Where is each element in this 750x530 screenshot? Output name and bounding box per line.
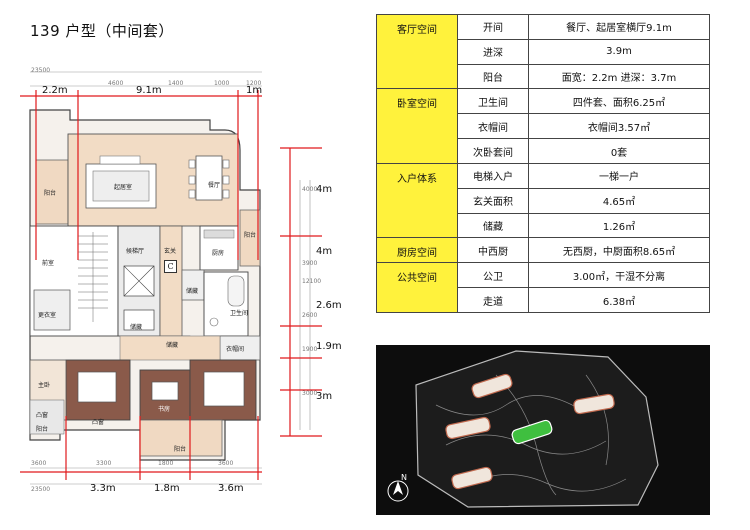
room-balcony-right: 阳台 bbox=[244, 232, 257, 239]
dim-top-c: 1000 bbox=[214, 80, 230, 87]
spec-item: 次卧套间 bbox=[457, 138, 529, 164]
spec-category: 客厅空间 bbox=[376, 13, 458, 90]
dim-label-right-5: 3m bbox=[316, 391, 333, 402]
room-study: 书房 bbox=[158, 406, 171, 413]
spec-category: 卧室空间 bbox=[376, 88, 458, 164]
room-left-bay: 凸窗 bbox=[36, 412, 49, 419]
site-plan: N bbox=[376, 345, 710, 515]
spec-value: 6.38㎡ bbox=[528, 287, 710, 313]
dim-bottom-a: 3300 bbox=[96, 460, 112, 467]
spec-value: 四件套、面积6.25㎡ bbox=[528, 88, 710, 115]
dim-bottom-left: 3600 bbox=[31, 460, 47, 467]
spec-item: 走道 bbox=[457, 287, 529, 313]
dim-top-b: 1400 bbox=[168, 80, 184, 87]
room-foyer: 玄关 bbox=[164, 248, 177, 255]
room-marker: C bbox=[164, 260, 177, 273]
room-dining: 餐厅 bbox=[208, 182, 221, 189]
compass-label: N bbox=[401, 473, 407, 482]
dim-overall-top: 23500 bbox=[31, 67, 51, 74]
spec-value: 0套 bbox=[528, 138, 710, 164]
room-balcony-bottom: 阳台 bbox=[174, 446, 187, 453]
dim-label-right-3: 2.6m bbox=[316, 300, 342, 311]
spec-value: 4.65㎡ bbox=[528, 187, 710, 214]
dim-right-small-4: 2600 bbox=[302, 312, 318, 319]
spec-category: 公共空间 bbox=[376, 262, 458, 313]
room-bed2: 卧室 bbox=[96, 380, 109, 387]
dim-label-bottom-2: 1.8m bbox=[154, 483, 180, 494]
spec-row: 卧室空间卫生间四件套、面积6.25㎡ bbox=[376, 88, 710, 164]
floor-plan: 23500 4600 1400 1000 1200 2.2m 9.1m 1m 4… bbox=[0, 60, 360, 530]
room-balcony-top: 阳台 bbox=[44, 190, 57, 197]
dim-bottom-c: 3600 bbox=[218, 460, 234, 467]
dim-label-top-2: 9.1m bbox=[136, 85, 162, 96]
spec-row: 阳台面宽：2.2m 进深：3.7m bbox=[377, 63, 710, 90]
dim-label-top-1: 2.2m bbox=[42, 85, 68, 96]
dim-right-small-2: 3900 bbox=[302, 260, 318, 267]
dim-right-small-3: 12100 bbox=[302, 278, 322, 285]
dim-bottom-b: 1800 bbox=[158, 460, 174, 467]
dim-label-top-3: 1m bbox=[246, 85, 263, 96]
spec-category: 入户体系 bbox=[376, 162, 458, 239]
spec-item: 中西厨 bbox=[457, 237, 529, 264]
spec-value: 餐厅、起居室横厅9.1m bbox=[528, 14, 710, 40]
spec-item: 进深 bbox=[457, 38, 529, 65]
room-elevator-hall: 候梯厅 bbox=[126, 248, 145, 255]
spec-item: 玄关面积 bbox=[457, 187, 529, 214]
dim-label-right-2: 4m bbox=[316, 246, 333, 257]
dim-top-d: 1200 bbox=[246, 80, 262, 87]
spec-value: 3.9m bbox=[528, 38, 710, 65]
dim-top-a: 4600 bbox=[108, 80, 124, 87]
spec-item: 公卫 bbox=[457, 262, 529, 289]
spec-category: 厨房空间 bbox=[376, 237, 458, 264]
page-title: 139 户型（中间套） bbox=[30, 22, 174, 40]
site-plan-drawing bbox=[387, 350, 659, 508]
room-left-front: 前室 bbox=[42, 260, 55, 267]
spec-item: 储藏 bbox=[457, 212, 529, 239]
dim-label-bottom-1: 3.3m bbox=[90, 483, 116, 494]
room-master-bed: 主卧 bbox=[220, 398, 233, 405]
room-left-bay-2: 凸窗 bbox=[92, 419, 105, 426]
room-kitchen: 厨房 bbox=[212, 250, 225, 257]
room-left-master: 主卧 bbox=[38, 382, 51, 389]
dim-right-small-6: 3000 bbox=[302, 390, 318, 397]
dim-label-bottom-3: 3.6m bbox=[218, 483, 244, 494]
room-dressing: 衣帽间 bbox=[226, 346, 245, 353]
spec-value: 一梯一户 bbox=[528, 162, 710, 189]
spec-row: 入户体系电梯入户一梯一户 bbox=[376, 162, 710, 239]
floor-plan-drawing bbox=[20, 71, 322, 485]
spec-row: 厨房空间中西厨无西厨，中厨面积8.65㎡ bbox=[376, 237, 710, 264]
dim-right-small-1: 4000 bbox=[302, 186, 318, 193]
spec-item: 阳台 bbox=[457, 63, 529, 90]
room-storage-3: 储藏 bbox=[166, 342, 179, 349]
spec-item: 电梯入户 bbox=[457, 162, 529, 189]
dim-label-right-1: 4m bbox=[316, 184, 333, 195]
dim-right-small-5: 1900 bbox=[302, 346, 318, 353]
room-left-dressing: 更衣室 bbox=[38, 312, 57, 319]
spec-row: 衣帽间衣帽间3.57㎡ bbox=[377, 113, 710, 140]
dim-label-right-4: 1.9m bbox=[316, 341, 342, 352]
room-storage-2: 储藏 bbox=[130, 324, 143, 331]
dim-bottom-overall: 23500 bbox=[31, 486, 51, 493]
spec-item: 开间 bbox=[457, 14, 529, 40]
spec-value: 衣帽间3.57㎡ bbox=[528, 113, 710, 140]
spec-value: 无西厨，中厨面积8.65㎡ bbox=[528, 237, 710, 264]
spec-item: 衣帽间 bbox=[457, 113, 529, 140]
room-bathroom: 卫生间 bbox=[230, 310, 249, 317]
spec-item: 卫生间 bbox=[457, 88, 529, 115]
room-storage-1: 储藏 bbox=[186, 288, 199, 295]
spec-value: 1.26㎡ bbox=[528, 212, 710, 239]
spec-value: 面宽：2.2m 进深：3.7m bbox=[528, 63, 710, 90]
spec-value: 3.00㎡，干湿不分离 bbox=[528, 262, 710, 289]
room-living: 起居室 bbox=[114, 184, 133, 191]
spec-row: 客厅空间开间餐厅、起居室横厅9.1m bbox=[376, 13, 710, 90]
room-left-balcony: 阳台 bbox=[36, 426, 49, 433]
